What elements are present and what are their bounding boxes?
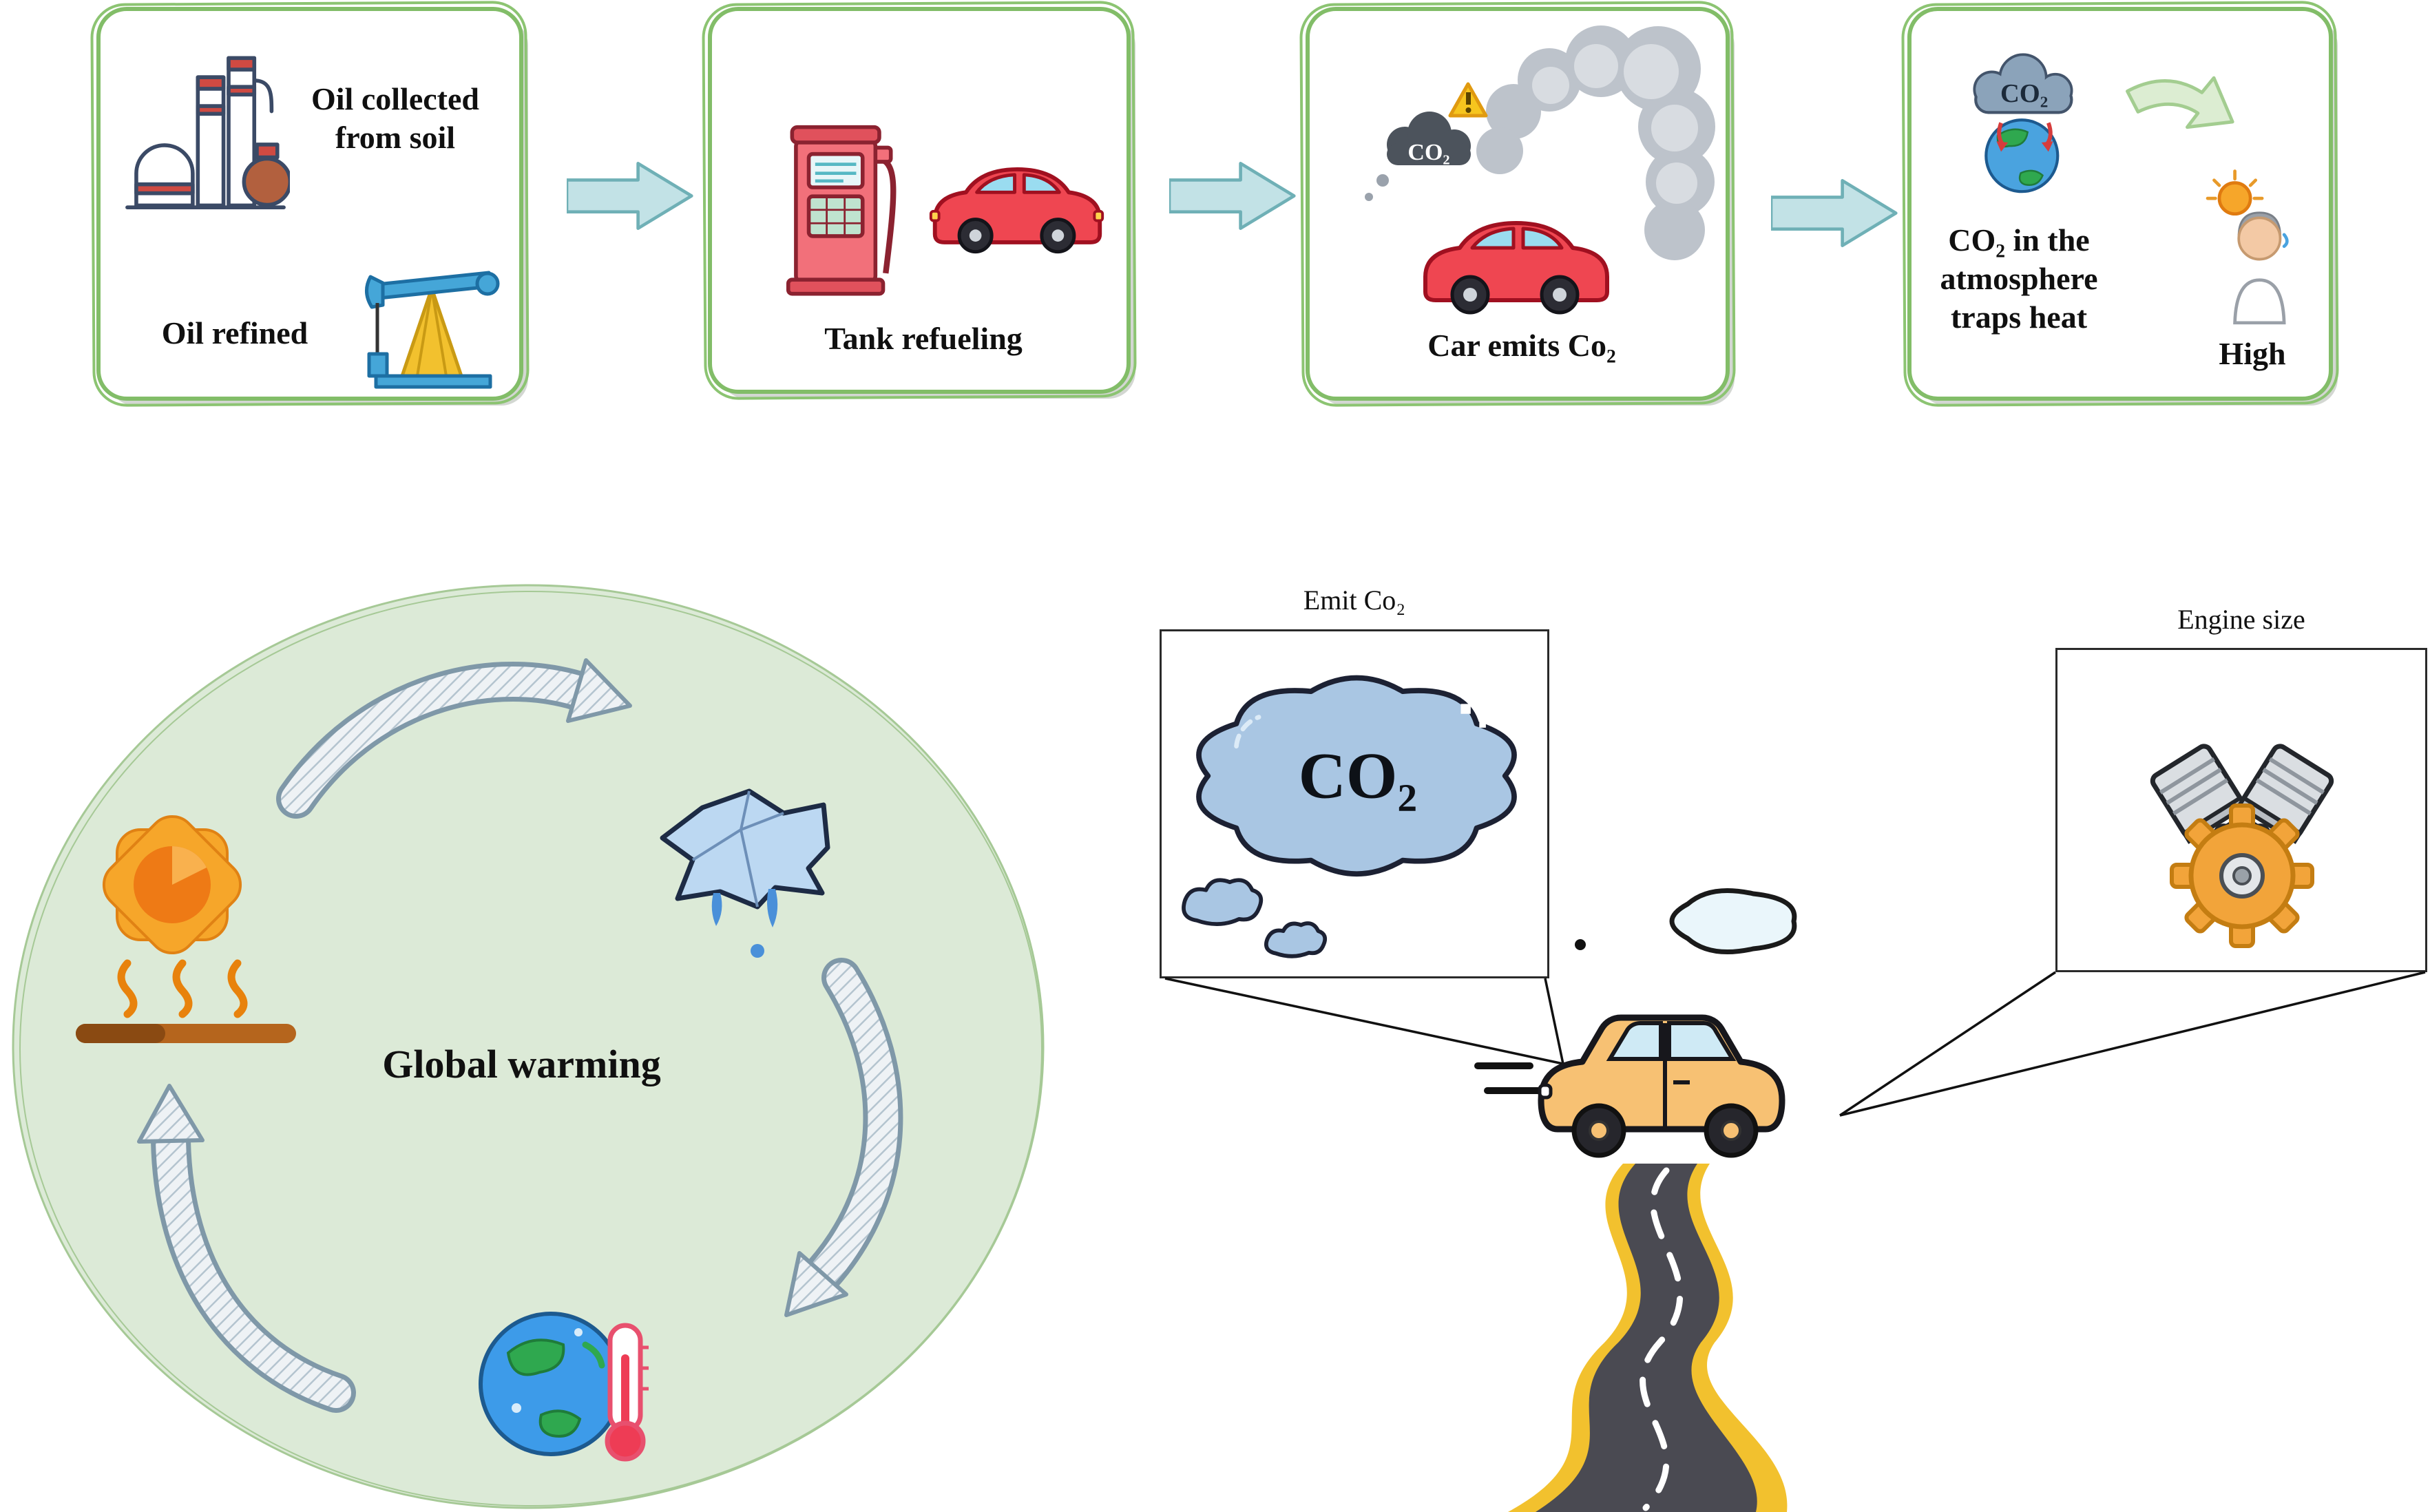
flow-step-oil-subtitle: Oil refined [161,315,308,350]
emit-co2-box: CO₂ [1160,629,1549,978]
heat-waves-icon [117,959,248,1018]
earth-thermometer-icon [479,1312,649,1462]
cycle-arrow-right [784,958,903,1317]
flow-step-refuel-label: Tank refueling [824,321,1023,356]
flow-step-emission: CO₂ Car emits Co₂ [1306,7,1730,401]
gas-pump-icon [786,125,897,296]
cycle-arrow-top [276,658,632,819]
cycle-arrow-left [137,1084,356,1413]
outline-cloud-icon [1669,888,1797,954]
flow-arrow-1 [567,162,693,230]
flow-step-oil-title: Oil collected from soil [311,81,479,156]
co2-atmosphere-icon: CO₂ [1973,53,2073,193]
speed-lines [1474,1062,1550,1094]
co2-dark-cloud-icon: CO₂ [1387,112,1471,165]
red-car-icon [929,167,1104,254]
flow-arrow-3 [1771,179,1898,247]
high-label: High [2219,336,2286,371]
engine-box-title: Engine size [2177,604,2305,635]
cloud-co2-text: CO₂ [2000,79,2048,108]
cycle-title: Global warming [382,1042,661,1086]
flow-step-oil: Oil collected from soil Oil refined [96,7,523,401]
melting-iceberg-icon [660,788,830,958]
pistons-icon [2097,657,2387,948]
flow-step-atmosphere-label: CO₂ in the atmosphere traps heat [1940,222,2098,335]
global-warming-cycle [12,584,1045,1509]
winding-road-icon [1508,1164,1788,1512]
co2-cloud-icon: CO₂ [1182,675,1517,958]
flow-arrow-2 [1169,162,1296,230]
hot-person-icon [2206,169,2289,325]
green-curve-arrow-icon [2126,76,2234,129]
oil-refinery-icon [125,56,290,209]
flow-step-atmosphere: CO₂ CO₂ in the atmosphere traps heat Hig… [1907,7,2333,401]
flow-step-refuel: Tank refueling [708,7,1131,394]
flow-step-emission-label: Car emits Co₂ [1427,328,1616,363]
sun-icon [102,815,242,955]
emit-cloud-text: CO₂ [1299,739,1418,812]
oil-pumpjack-icon [365,271,500,389]
orange-car-icon [1474,888,1797,1158]
gear-icon [2170,804,2314,948]
co2-badge-text: CO₂ [1407,140,1449,165]
engine-size-box [2055,648,2427,972]
car-exhaust-icon: CO₂ [1365,25,1715,315]
emit-box-title: Emit Co₂ [1303,585,1406,616]
connector-lines [1164,971,2426,1117]
